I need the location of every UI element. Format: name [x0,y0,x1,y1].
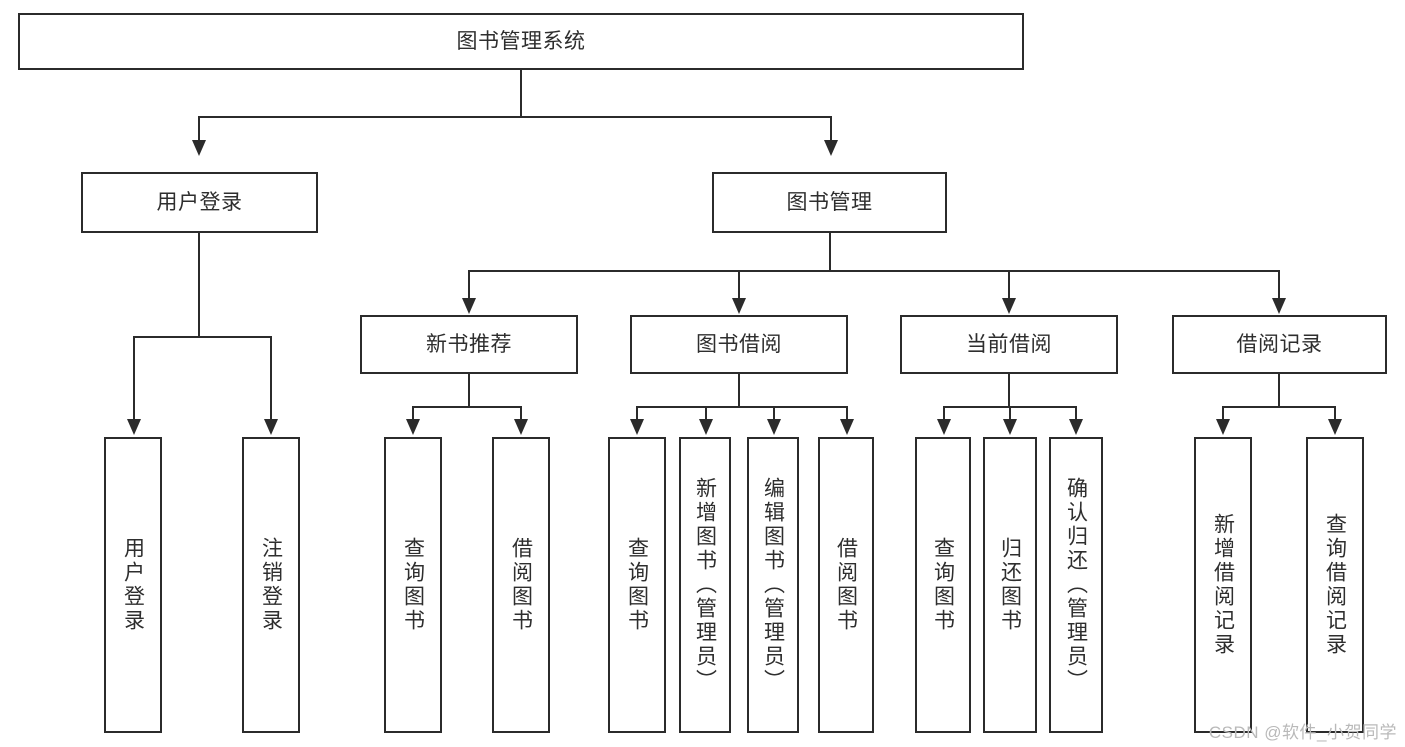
leaf-query-book-recommend[interactable]: 查询图书 [384,437,442,733]
connector-current-borrow-drop-1 [1009,406,1011,421]
node-label: 确认归还（管理员） [1064,477,1088,693]
connector-borrow-record-stem [1278,374,1280,406]
node-label: 新增借阅记录 [1211,513,1235,657]
node-current-borrow[interactable]: 当前借阅 [900,315,1118,374]
node-label: 借阅图书 [834,537,858,633]
connector-borrow-record-drop-0 [1222,406,1224,421]
leaf-add-book-admin[interactable]: 新增图书（管理员） [679,437,731,733]
node-label: 新增图书（管理员） [693,477,717,693]
connector-root-stem [520,70,522,116]
connector-level3-drop-0 [468,270,470,300]
connector-book-borrow-drop-1 [705,406,707,421]
connector-new-book-drop-0 [412,406,414,421]
arrow-to-current-borrow [1002,298,1016,314]
leaf-edit-book-admin[interactable]: 编辑图书（管理员） [747,437,799,733]
leaf-add-borrow-record[interactable]: 新增借阅记录 [1194,437,1252,733]
leaf-user-login[interactable]: 用户登录 [104,437,162,733]
connector-current-borrow-drop-2 [1075,406,1077,421]
node-label: 图书借阅 [696,332,782,356]
connector-new-book-stem [468,374,470,406]
connector-current-borrow-stem [1008,374,1010,406]
leaf-borrow-book-recommend[interactable]: 借阅图书 [492,437,550,733]
arrow-to-leaf-add-book [699,419,713,435]
connector-user-login-bus [133,336,272,338]
node-label: 当前借阅 [966,332,1052,356]
connector-book-borrow-drop-3 [846,406,848,421]
connector-level3-drop-3 [1278,270,1280,300]
connector-new-book-drop-1 [520,406,522,421]
arrow-to-leaf-logout [264,419,278,435]
node-label: 借阅记录 [1236,332,1323,356]
arrow-to-book-borrow [732,298,746,314]
node-label: 查询图书 [931,537,955,633]
node-label: 用户登录 [156,190,243,214]
connector-level3-bus [468,270,1280,272]
node-root-book-management-system[interactable]: 图书管理系统 [18,13,1024,70]
arrow-to-leaf-confirm-return [1069,419,1083,435]
leaf-confirm-return-admin[interactable]: 确认归还（管理员） [1049,437,1103,733]
connector-level3-drop-2 [1008,270,1010,300]
arrow-to-borrow-record [1272,298,1286,314]
connector-borrow-record-drop-1 [1334,406,1336,421]
leaf-return-book[interactable]: 归还图书 [983,437,1037,733]
connector-book-borrow-drop-0 [636,406,638,421]
leaf-query-book-current[interactable]: 查询图书 [915,437,971,733]
connector-level2-bus [198,116,832,118]
arrow-to-leaf-query-book-1 [406,419,420,435]
arrow-to-leaf-query-record [1328,419,1342,435]
csdn-watermark: CSDN @软件_小贺同学 [1208,723,1397,742]
connector-user-login-stem [198,233,200,336]
node-label: 查询借阅记录 [1323,513,1347,657]
leaf-query-book-borrow[interactable]: 查询图书 [608,437,666,733]
connector-book-management-stem [829,233,831,270]
arrow-to-leaf-borrow-book-2 [840,419,854,435]
node-book-borrow[interactable]: 图书借阅 [630,315,848,374]
arrow-to-leaf-query-book-2 [630,419,644,435]
arrow-to-leaf-borrow-book-1 [514,419,528,435]
arrow-to-book-management [824,140,838,156]
node-label: 查询图书 [625,537,649,633]
leaf-borrow-book-main[interactable]: 借阅图书 [818,437,874,733]
connector-borrow-record-bus [1222,406,1336,408]
node-label: 编辑图书（管理员） [761,477,785,693]
node-borrow-record[interactable]: 借阅记录 [1172,315,1387,374]
arrow-to-leaf-return-book [1003,419,1017,435]
node-label: 注销登录 [259,537,283,633]
arrow-to-leaf-edit-book [767,419,781,435]
arrow-to-leaf-add-record [1216,419,1230,435]
node-label: 用户登录 [121,537,145,633]
arrow-to-user-login [192,140,206,156]
connector-level2-drop-1 [830,116,832,142]
node-book-management[interactable]: 图书管理 [712,172,947,233]
arrow-to-leaf-query-book-3 [937,419,951,435]
node-user-login[interactable]: 用户登录 [81,172,318,233]
node-label: 借阅图书 [509,537,533,633]
connector-level2-drop-0 [198,116,200,142]
node-label: 图书管理 [786,190,873,214]
node-label: 归还图书 [998,537,1022,633]
connector-user-login-drop-0 [133,336,135,421]
connector-user-login-drop-1 [270,336,272,421]
connector-level3-drop-1 [738,270,740,300]
leaf-query-borrow-record[interactable]: 查询借阅记录 [1306,437,1364,733]
arrow-to-leaf-user-login [127,419,141,435]
node-label: 查询图书 [401,537,425,633]
connector-book-borrow-stem [738,374,740,406]
connector-current-borrow-drop-0 [943,406,945,421]
node-label: 新书推荐 [426,332,512,356]
node-label: 图书管理系统 [456,29,586,53]
node-new-book-recommend[interactable]: 新书推荐 [360,315,578,374]
connector-book-borrow-drop-2 [773,406,775,421]
arrow-to-new-book-recommend [462,298,476,314]
leaf-logout-login[interactable]: 注销登录 [242,437,300,733]
connector-book-borrow-bus [636,406,848,408]
connector-new-book-bus [412,406,522,408]
